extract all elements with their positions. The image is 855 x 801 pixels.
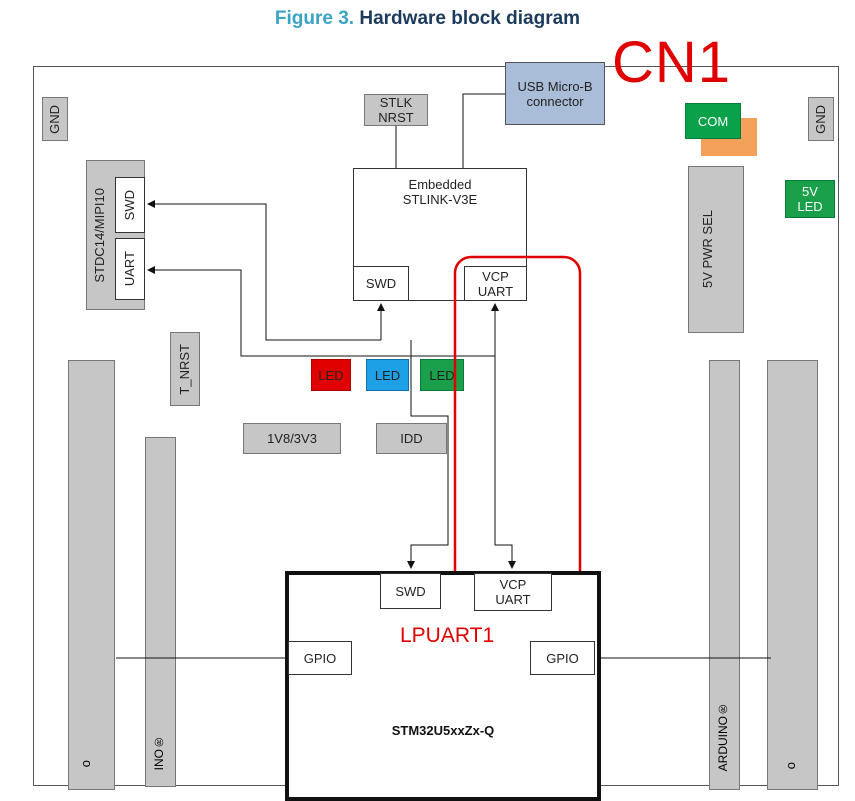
morpho-left-header xyxy=(68,360,115,790)
voltage-select-block: 1V8/3V3 xyxy=(243,423,341,454)
mcu-swd-port: SWD xyxy=(380,573,441,609)
t-nrst-block: T_NRST xyxy=(170,332,200,406)
cn1-annotation: CN1 xyxy=(612,30,732,95)
figure-title: Figure 3. Hardware block diagram xyxy=(0,8,855,30)
gpio-right-port: GPIO xyxy=(530,641,595,675)
lpuart1-annotation: LPUART1 xyxy=(400,624,495,647)
figure-caption: Hardware block diagram xyxy=(359,8,581,29)
led-red: LED xyxy=(311,359,351,391)
gnd-left-pad: GND xyxy=(42,97,68,141)
stlk-nrst-block: STLK NRST xyxy=(364,94,428,126)
stlink-title: Embedded STLINK-V3E xyxy=(402,177,478,207)
usb-connector: USB Micro-B connector xyxy=(505,62,605,125)
morpho-right-header xyxy=(767,360,818,790)
mcu-block xyxy=(285,571,601,801)
usb-to-stlink-wire xyxy=(462,93,505,168)
gpio-left-port: GPIO xyxy=(288,641,352,675)
led-blue: LED xyxy=(366,359,409,391)
vcp-highlight xyxy=(453,255,582,625)
led-5v: 5V LED xyxy=(785,180,835,218)
vcp-down-wire xyxy=(494,356,516,569)
com-block: COM xyxy=(685,103,741,139)
arduino-right-header xyxy=(709,360,740,790)
pwr-sel-block: 5V PWR SEL xyxy=(688,166,744,333)
figure-number: Figure 3. xyxy=(274,8,355,29)
stlink-vcp-port: VCP UART xyxy=(464,266,527,301)
stdc-uart-port: UART xyxy=(115,238,145,300)
stlink-swd-port: SWD xyxy=(353,266,409,301)
mcu-vcp-port: VCP UART xyxy=(474,573,552,611)
idd-block: IDD xyxy=(376,423,447,454)
led-green: LED xyxy=(420,359,464,391)
gnd-right-pad: GND xyxy=(808,97,834,141)
swd-to-stdc-wire xyxy=(147,200,381,341)
uart-to-stdc-wire xyxy=(147,266,495,357)
stdc-swd-port: SWD xyxy=(115,177,145,233)
swd-down-wire xyxy=(407,340,449,569)
mcu-label: STM32U5xxZx-Q xyxy=(391,723,495,738)
